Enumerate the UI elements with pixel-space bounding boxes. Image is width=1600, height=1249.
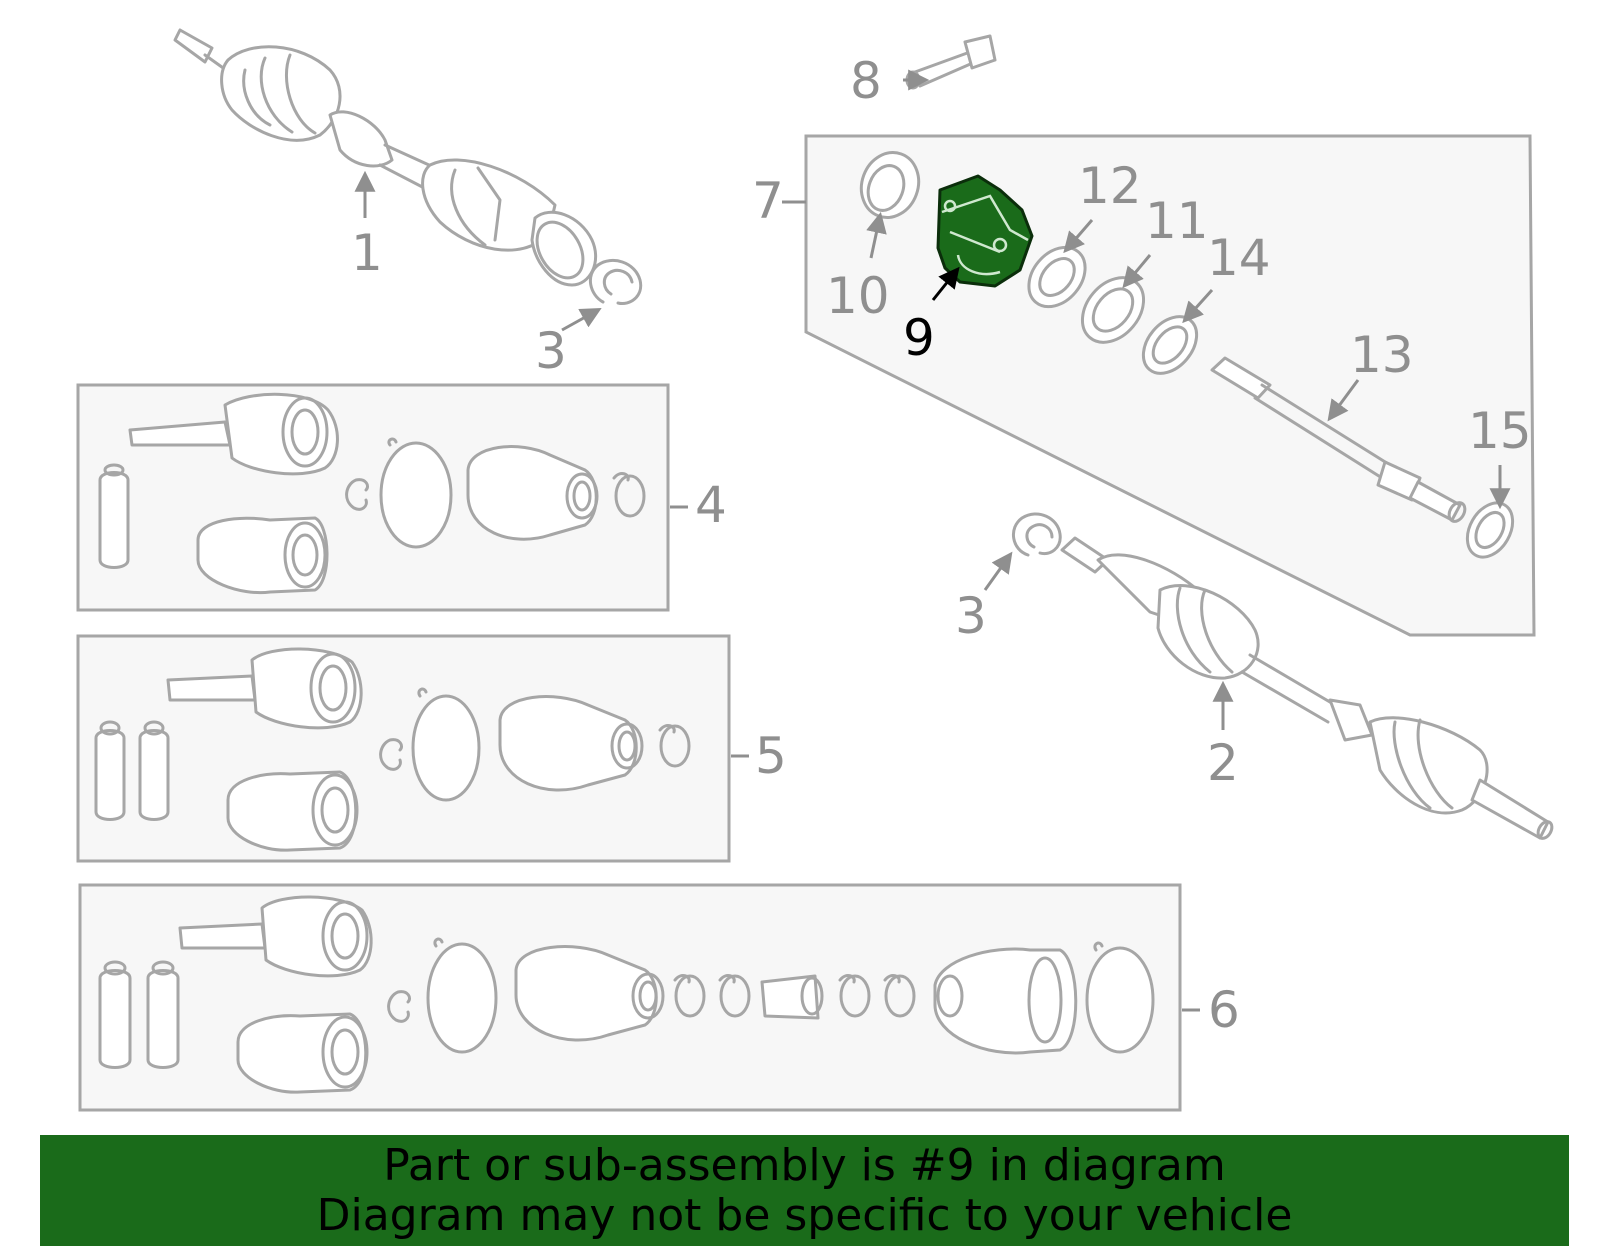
callout-2: 2 — [1207, 734, 1239, 792]
callout-8: 8 — [850, 52, 882, 110]
ring-part-15 — [1465, 501, 1515, 559]
kit-part-5-contents — [94, 647, 691, 852]
bearing-part-11 — [1080, 276, 1146, 344]
banner-line-1: Part or sub-assembly is #9 in diagram — [383, 1139, 1226, 1191]
callout-14: 14 — [1207, 229, 1271, 287]
kit-part-6-contents — [98, 895, 1155, 1094]
callout-labels: 1 3 8 7 10 9 12 11 14 13 15 4 3 5 2 6 — [351, 52, 1532, 1039]
kit-part-4-contents — [98, 392, 646, 595]
seal-part-12 — [1027, 245, 1087, 309]
callout-3-upper: 3 — [535, 322, 567, 380]
callout-4: 4 — [695, 476, 727, 534]
bearing-housing-part-9-highlighted — [936, 174, 1034, 288]
callout-11: 11 — [1145, 192, 1209, 250]
axle-shaft-part-1 — [173, 28, 598, 287]
snap-ring-part-3-lower — [1012, 512, 1062, 557]
callout-1: 1 — [351, 224, 383, 282]
callout-9: 9 — [903, 309, 935, 367]
callout-12: 12 — [1078, 157, 1142, 215]
callout-15: 15 — [1468, 402, 1532, 460]
info-banner: Part or sub-assembly is #9 in diagram Di… — [40, 1135, 1569, 1246]
callout-6: 6 — [1208, 981, 1240, 1039]
axle-shaft-part-2 — [1060, 536, 1554, 840]
snap-ring-part-3-upper — [588, 259, 643, 306]
callout-7: 7 — [752, 172, 784, 230]
callout-5: 5 — [755, 727, 787, 785]
callout-13: 13 — [1350, 326, 1414, 384]
callout-3-lower: 3 — [955, 587, 987, 645]
banner-line-2: Diagram may not be specific to your vehi… — [316, 1189, 1293, 1241]
seal-part-10 — [859, 151, 921, 219]
callout-10: 10 — [826, 267, 890, 325]
leader-lines — [354, 69, 1511, 1012]
intermediate-shaft-part-13 — [1210, 356, 1467, 523]
